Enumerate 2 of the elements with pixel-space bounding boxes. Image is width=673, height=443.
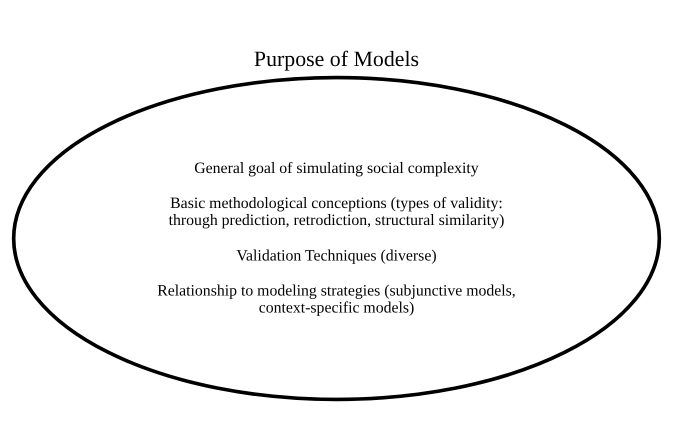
node-ellipse: General goal of simulating social complexity Basic methodological conceptions (types of validity: through prediction, retrodiction, structural similarity) Validation Techniques (diverse) Relationship to modeling strategies (subjunctive models, context-specific models) [12, 76, 662, 402]
diagram-title: Purpose of Models [254, 47, 420, 72]
